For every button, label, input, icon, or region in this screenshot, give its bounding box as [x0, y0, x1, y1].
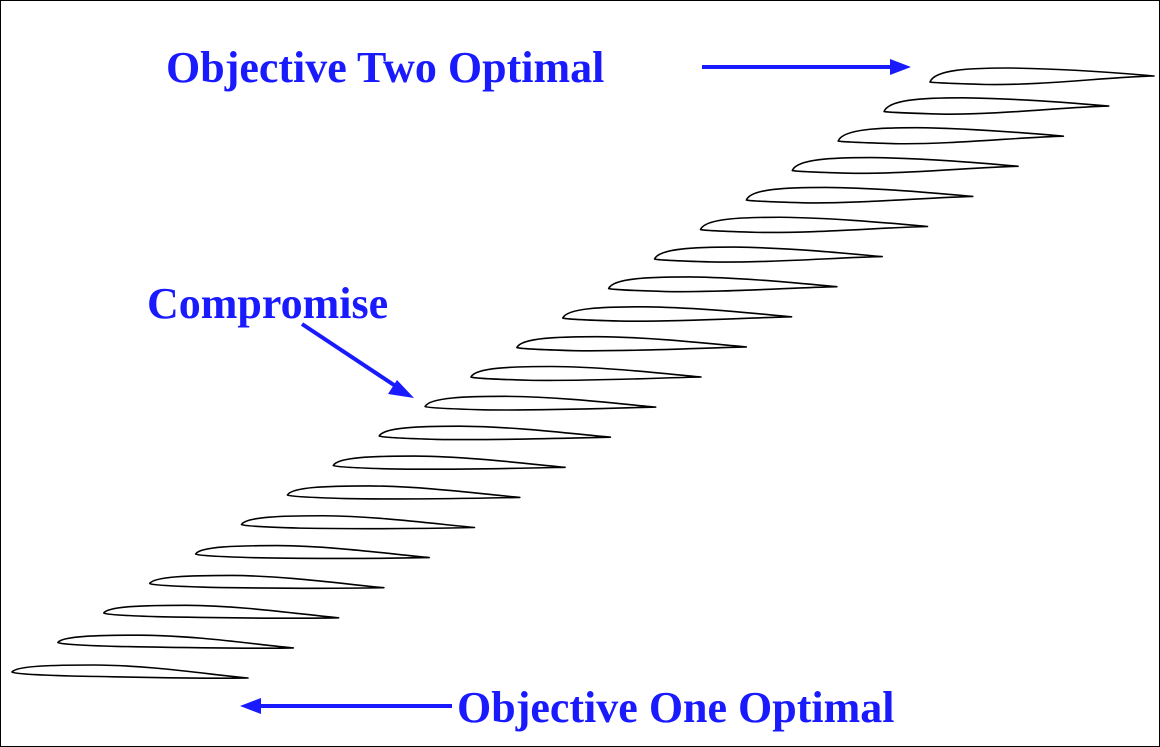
airfoil-outline [470, 365, 702, 382]
airfoil-outline [516, 335, 748, 352]
airfoil-outline [378, 425, 612, 441]
airfoil-outline [240, 514, 476, 530]
airfoil-outline [286, 485, 521, 500]
compromise-arrowhead [388, 380, 414, 398]
airfoil-outline [699, 216, 929, 234]
airfoil-outline [194, 544, 431, 560]
airfoil-outline [332, 455, 566, 471]
objective-two-label: Objective Two Optimal [166, 43, 604, 92]
airfoil-outline [837, 126, 1065, 145]
airfoil-outline [791, 156, 1019, 175]
airfoil-outline [424, 395, 657, 411]
airfoil-outline [745, 186, 974, 204]
airfoil-outline [148, 574, 385, 590]
objective-one-arrowhead [240, 698, 261, 714]
objective-two-arrowhead [890, 59, 911, 75]
airfoil-outline [57, 634, 295, 650]
airfoil-outline [607, 276, 838, 293]
airfoil-outline [929, 67, 1155, 86]
compromise-arrow [300, 322, 402, 391]
airfoil-family [11, 67, 1155, 680]
airfoil-outline [883, 97, 1110, 115]
airfoil-outline [103, 604, 340, 620]
airfoil-outline [11, 664, 249, 680]
airfoil-outline [653, 246, 883, 263]
objective-one-label: Objective One Optimal [457, 683, 895, 732]
compromise-label: Compromise [147, 279, 388, 328]
airfoil-outline [561, 306, 793, 323]
